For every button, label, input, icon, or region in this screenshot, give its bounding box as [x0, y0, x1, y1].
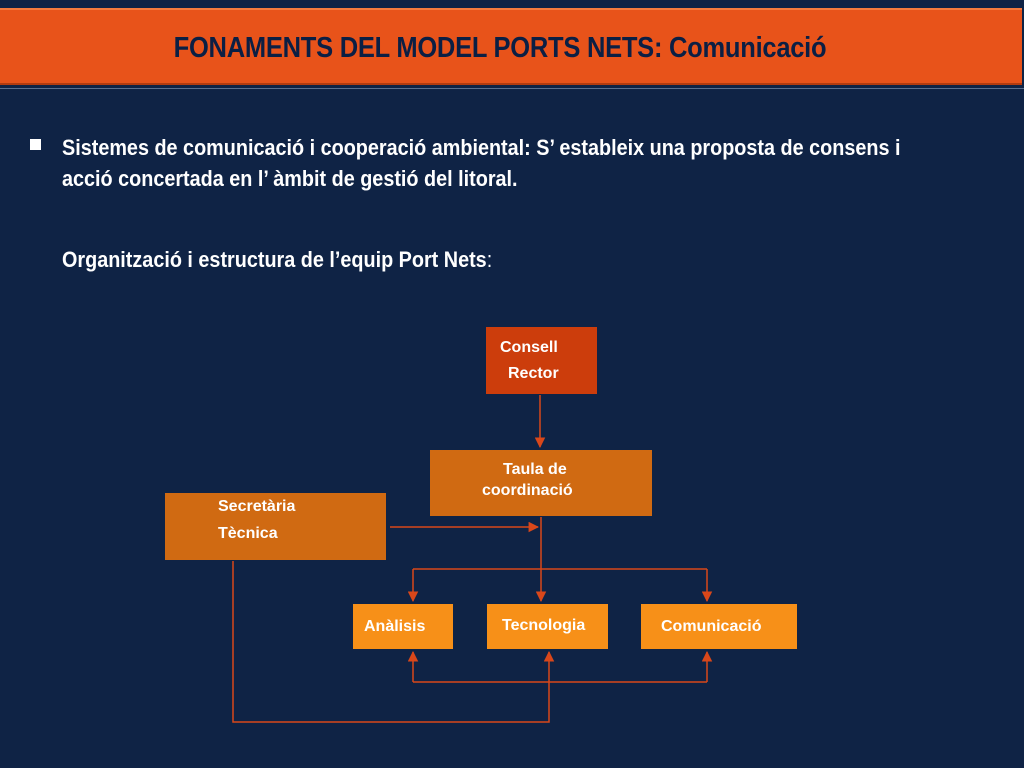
node-consell-line1: Consell — [500, 339, 558, 356]
node-taula-line1: Taula de — [503, 461, 567, 478]
node-consell-rector: Consell Rector — [486, 327, 597, 394]
subheading: Organització i estructura de l’equip Por… — [62, 244, 492, 275]
node-secretaria-line2: Tècnica — [218, 525, 278, 542]
node-taula-coordinacio: Taula de coordinació — [430, 450, 652, 516]
connector-secretaria-loop — [232, 561, 550, 723]
node-taula-line2: coordinació — [482, 482, 573, 499]
subheading-colon: : — [486, 247, 493, 272]
paragraph-line-2: acció concertada en l’ àmbit de gestió d… — [62, 166, 518, 191]
node-tecnologia-label: Tecnologia — [502, 617, 586, 634]
slide-title: FONAMENTS DEL MODEL PORTS NETS: Comunica… — [173, 32, 827, 64]
node-comunicacio-label: Comunicació — [661, 618, 762, 635]
node-analisis: Anàlisis — [353, 604, 453, 649]
title-bar: FONAMENTS DEL MODEL PORTS NETS: Comunica… — [0, 8, 1022, 85]
node-consell-line2: Rector — [508, 365, 559, 382]
node-secretaria-tecnica: Secretària Tècnica — [165, 493, 386, 560]
node-tecnologia: Tecnologia — [487, 604, 608, 649]
title-separator — [0, 88, 1024, 89]
subheading-text: Organització i estructura de l’equip Por… — [62, 247, 487, 272]
node-comunicacio: Comunicació — [641, 604, 797, 649]
node-analisis-label: Anàlisis — [364, 618, 426, 635]
node-secretaria-line1: Secretària — [218, 498, 296, 515]
paragraph-line-1: Sistemes de comunicació i cooperació amb… — [62, 135, 901, 160]
square-bullet-icon — [30, 139, 41, 150]
